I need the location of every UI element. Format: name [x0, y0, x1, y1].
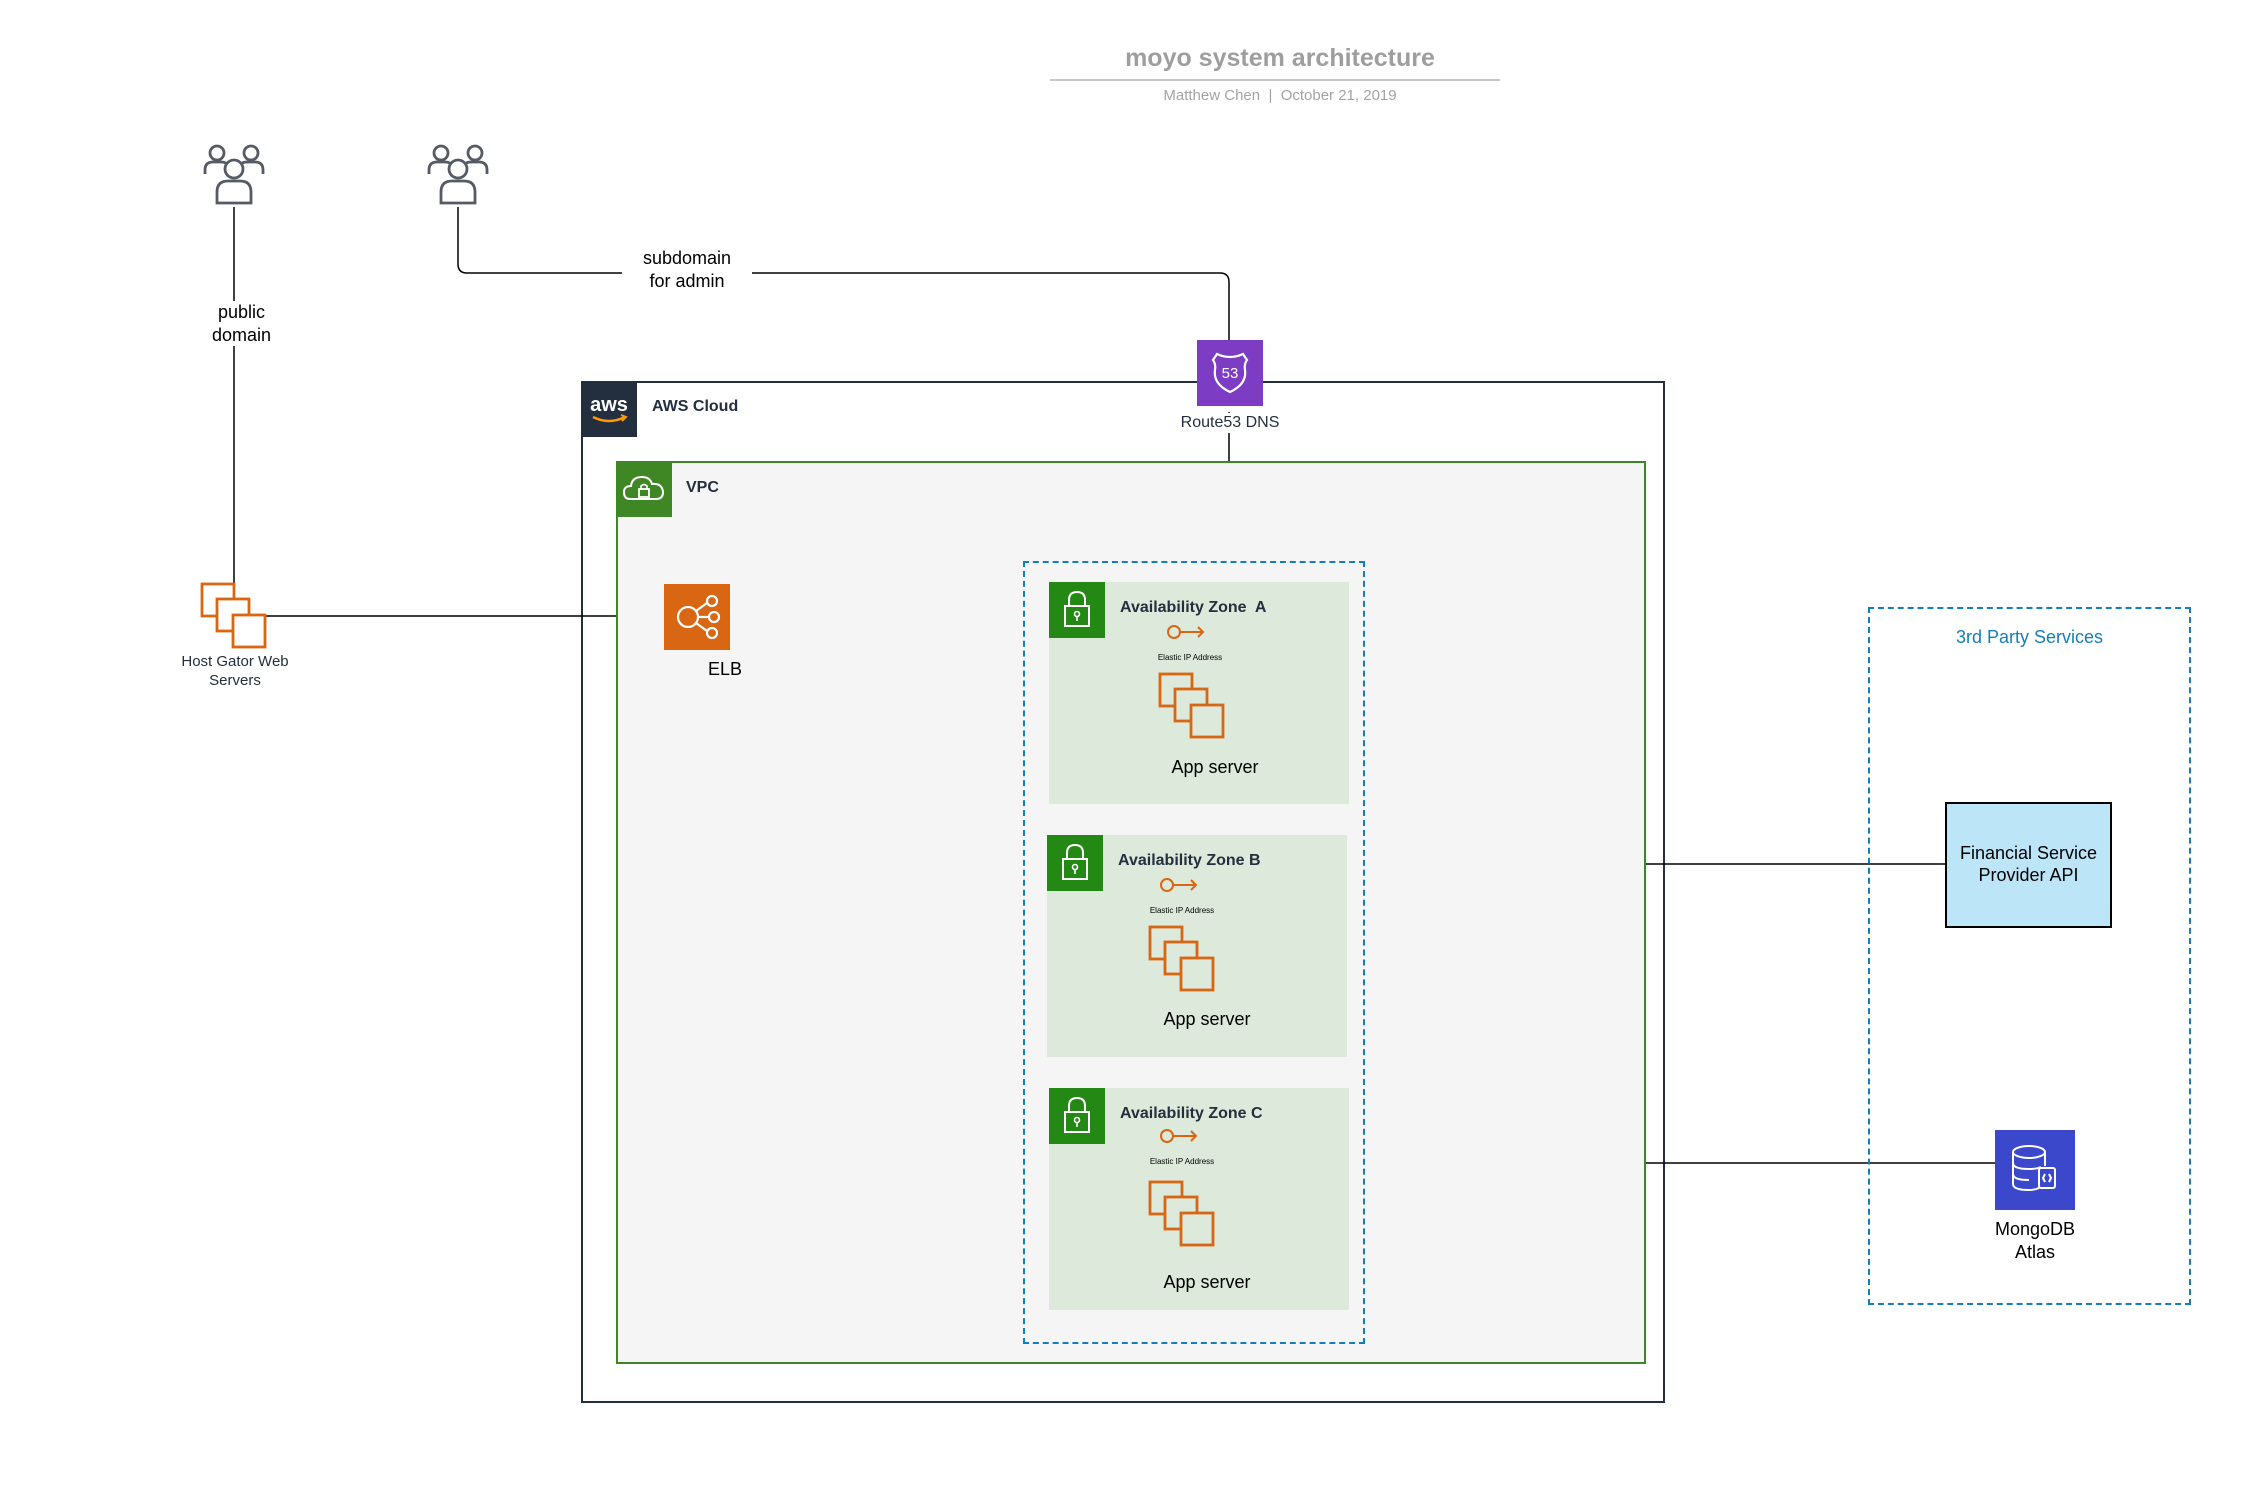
route53-icon: 53 — [1197, 340, 1263, 406]
author: Matthew Chen — [1163, 87, 1261, 104]
aws-cloud-label: AWS Cloud — [652, 398, 739, 415]
az-c-title: Availability Zone C — [1120, 1105, 1263, 1122]
elastic-ip-label: Elastic IP Address — [1149, 1157, 1215, 1166]
ec2-instances-icon — [1148, 925, 1215, 992]
elastic-ip-icon — [1160, 1129, 1198, 1143]
diagram-title: moyo system architecture — [1125, 44, 1435, 72]
az-b-title: Availability Zone B — [1118, 852, 1261, 869]
app-server-label: App server — [1171, 757, 1259, 777]
users-icon — [427, 144, 489, 205]
ec2-instances-icon — [1158, 672, 1225, 739]
ec2-instances-icon — [1148, 1180, 1215, 1247]
vpc-label: VPC — [686, 479, 719, 496]
elb-icon — [664, 584, 730, 650]
aws-logo-text: aws — [590, 394, 628, 416]
public-domain-label: public domain — [184, 301, 299, 346]
admin-subdomain-connector — [457, 207, 1230, 340]
financial-service-api-label: Financial Service Provider API — [1959, 843, 2098, 885]
lock-icon — [1049, 582, 1105, 638]
separator: | — [1268, 87, 1273, 104]
date: October 21, 2019 — [1280, 87, 1397, 104]
title-underline — [1050, 79, 1500, 81]
elastic-ip-label: Elastic IP Address — [1157, 653, 1223, 662]
financial-service-api: Financial Service Provider API — [1945, 802, 2112, 928]
diagram-subtitle: Matthew Chen | October 21, 2019 — [1060, 87, 1500, 104]
database-icon — [1995, 1130, 2075, 1210]
lock-icon — [1047, 835, 1103, 891]
route53-badge-text: 53 — [1222, 365, 1239, 382]
subdomain-admin-label: subdomain for admin — [622, 247, 752, 292]
ec2-instances-icon — [200, 582, 267, 649]
route53-label: Route53 DNS — [1162, 413, 1298, 433]
az-a-title: Availability Zone A — [1120, 599, 1267, 616]
availability-zones-group — [1023, 561, 1365, 1344]
third-party-label: 3rd Party Services — [1955, 627, 2104, 647]
lock-icon — [1049, 1088, 1105, 1144]
elastic-ip-label: Elastic IP Address — [1149, 906, 1215, 915]
host-gator-label: Host Gator Web Servers — [170, 653, 300, 691]
app-server-label: App server — [1163, 1009, 1251, 1029]
elastic-ip-icon — [1160, 878, 1198, 892]
elb-label: ELB — [708, 659, 743, 679]
third-party-services-group — [1868, 607, 2191, 1305]
app-server-label: App server — [1163, 1272, 1251, 1292]
elastic-ip-icon — [1167, 625, 1205, 639]
vpc-cloud-lock-icon — [616, 461, 672, 517]
users-icon — [203, 144, 265, 205]
aws-logo-icon: aws — [581, 381, 637, 437]
mongodb-label: MongoDB Atlas — [1965, 1218, 2105, 1263]
